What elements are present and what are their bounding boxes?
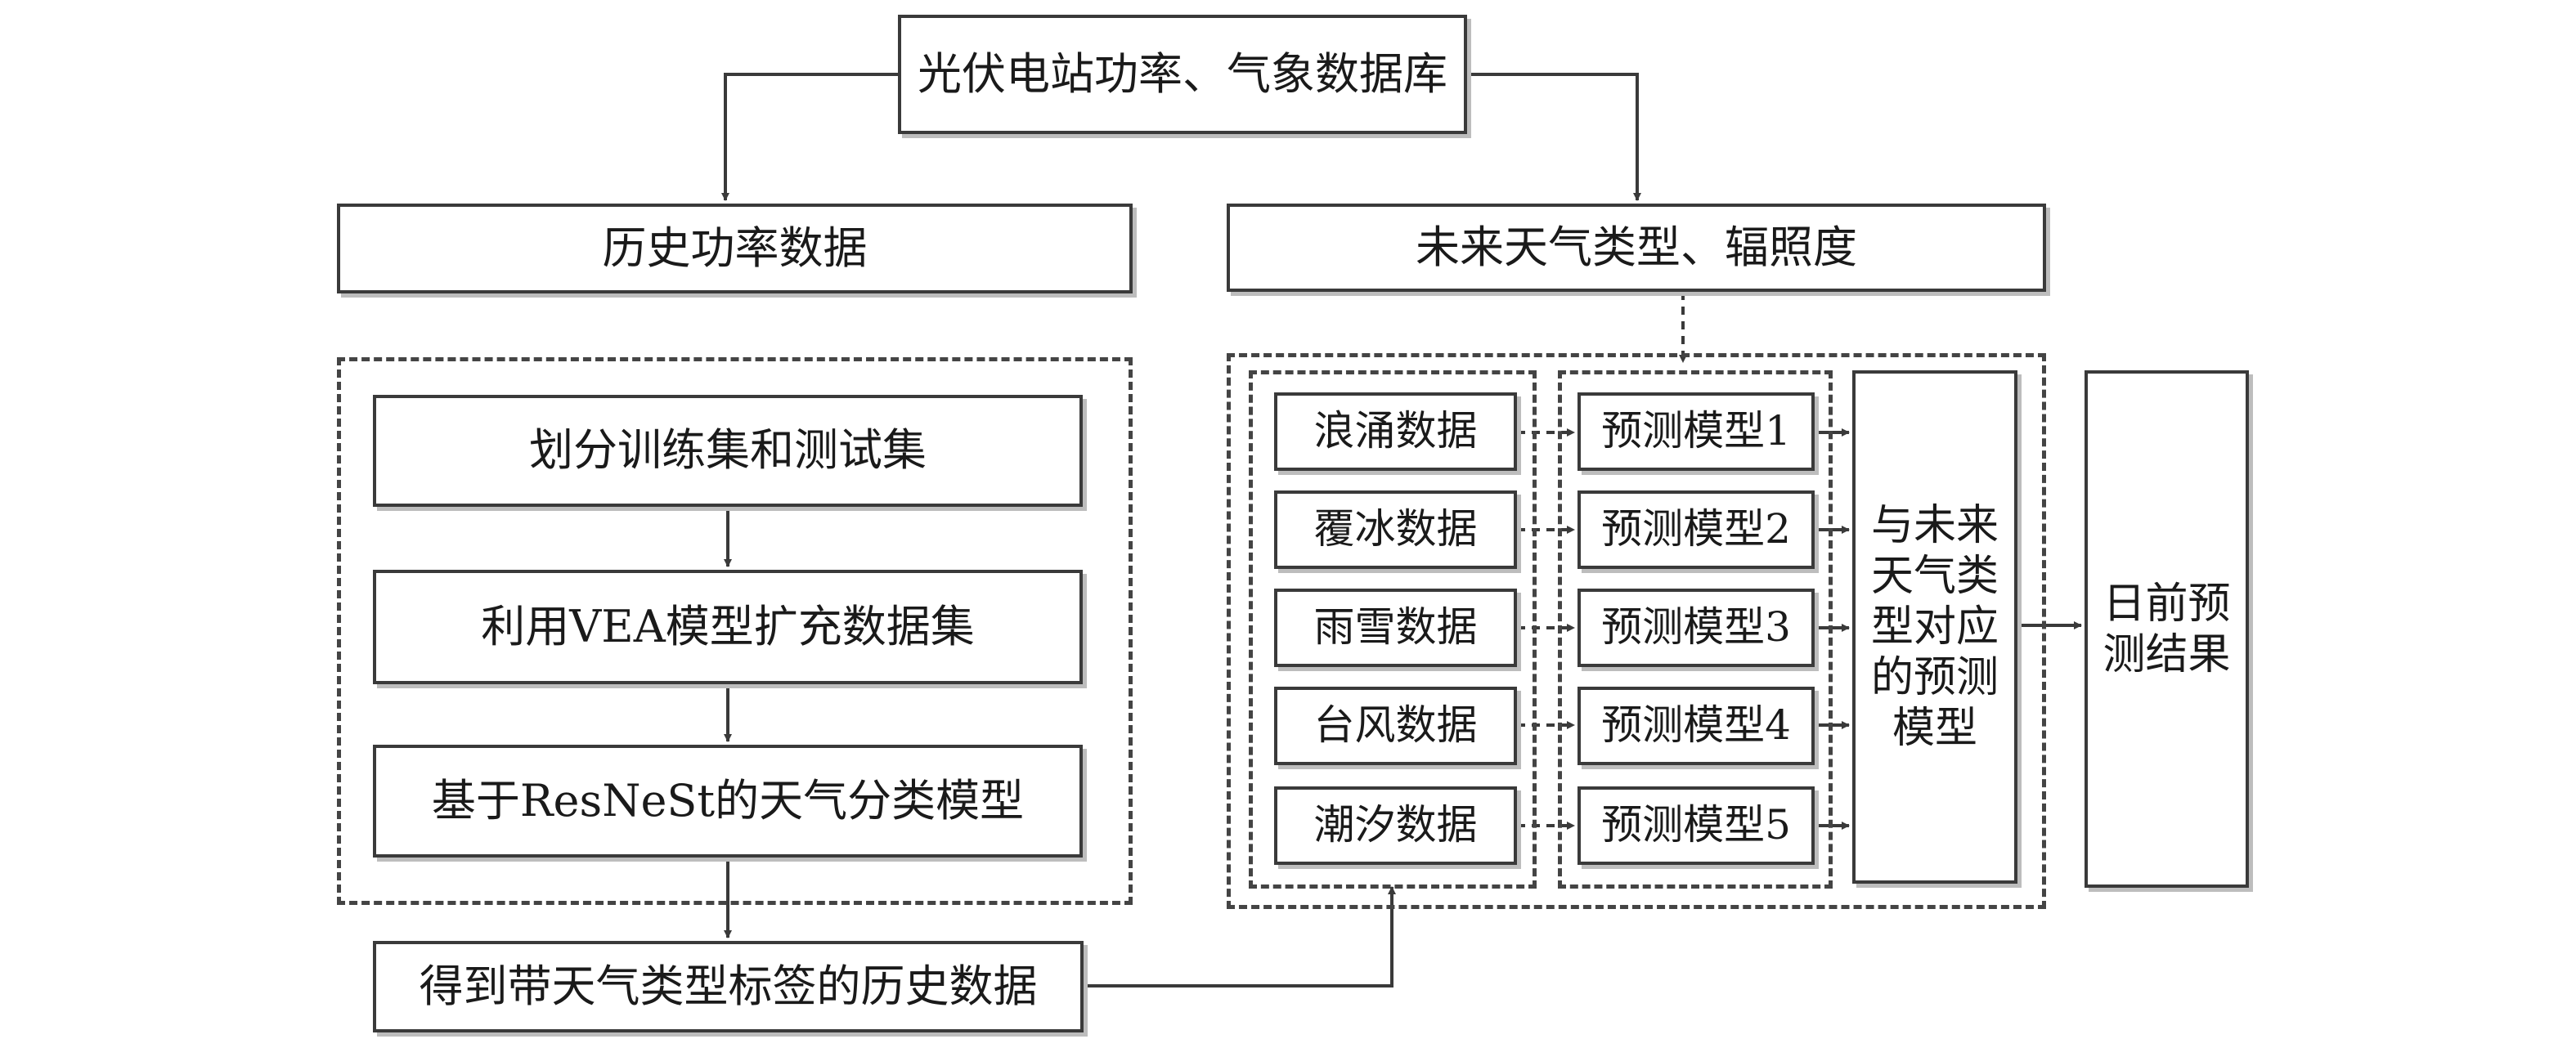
matched-model-line-5: 模型 [1892, 704, 1977, 753]
rain-snow-data-box: 雨雪数据 [1274, 589, 1517, 667]
resnest-classifier-box: 基于ResNeSt的天气分类模型 [373, 745, 1083, 858]
matched-model-line-3: 型对应 [1870, 602, 1999, 652]
prediction-model-4-box: 预测模型4 [1577, 687, 1815, 765]
icing-data-box: 覆冰数据 [1274, 490, 1517, 569]
result-line-1: 日前预 [2103, 579, 2231, 629]
matched-model-line-4: 的预测 [1870, 653, 1999, 702]
right-forecast-group [1227, 353, 2046, 909]
arrow-db-to-history [721, 73, 898, 201]
prediction-model-1-box: 预测模型1 [1577, 392, 1815, 471]
matched-model-line-2: 天气类 [1870, 552, 1999, 601]
prediction-model-2-box: 预测模型2 [1577, 490, 1815, 569]
result-line-2: 测结果 [2103, 629, 2231, 679]
matched-model-line-1: 与未来 [1870, 501, 1999, 550]
prediction-model-5-box: 预测模型5 [1577, 786, 1815, 865]
split-dataset-box: 划分训练集和测试集 [373, 395, 1083, 507]
data-type-group [1249, 370, 1537, 889]
matched-model-box: 与未来 天气类 型对应 的预测 模型 [1852, 370, 2017, 884]
prediction-model-group [1558, 370, 1833, 889]
tide-data-box: 潮汐数据 [1274, 786, 1517, 865]
future-weather-box: 未来天气类型、辐照度 [1227, 204, 2046, 292]
arrow-db-to-future [1467, 73, 1641, 201]
surge-data-box: 浪涌数据 [1274, 392, 1517, 471]
vea-augment-box: 利用VEA模型扩充数据集 [373, 570, 1083, 684]
forecast-result-box: 日前预 测结果 [2085, 370, 2249, 888]
prediction-model-3-box: 预测模型3 [1577, 589, 1815, 667]
labeled-history-box: 得到带天气类型标签的历史数据 [373, 941, 1084, 1032]
database-box: 光伏电站功率、气象数据库 [898, 15, 1467, 134]
history-power-box: 历史功率数据 [337, 204, 1133, 293]
left-process-group [337, 357, 1133, 905]
arrow-labeled-to-data [1084, 886, 1396, 987]
typhoon-data-box: 台风数据 [1274, 687, 1517, 765]
